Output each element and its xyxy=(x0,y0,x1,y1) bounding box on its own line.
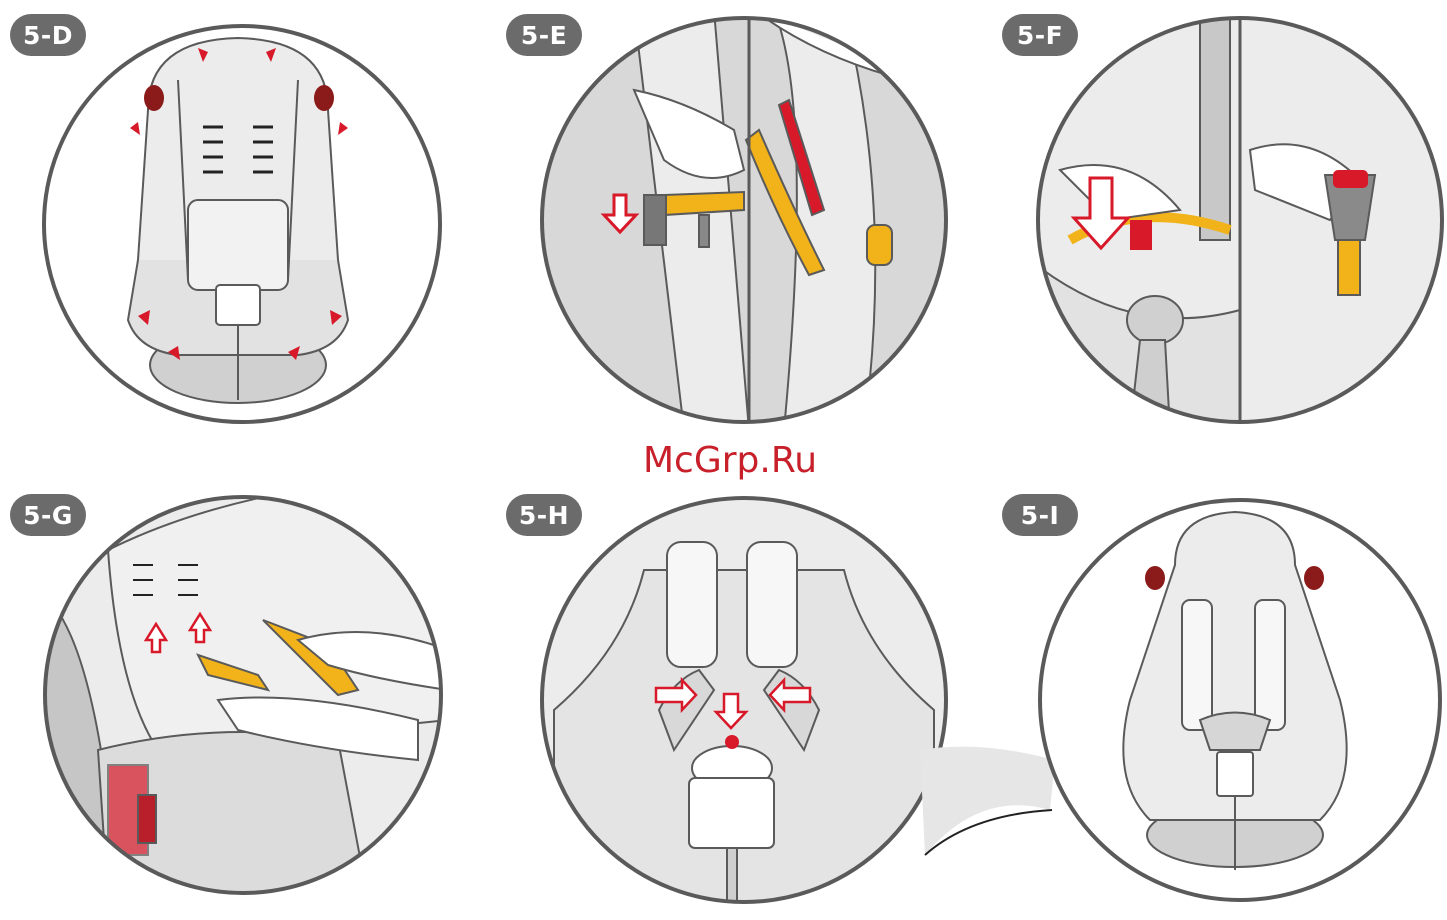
watermark-text: McGrp.Ru xyxy=(600,440,860,481)
illustration-5f-buckle-release xyxy=(1030,10,1447,430)
step-badge-5g: 5-G xyxy=(10,494,86,536)
step-badge-5f: 5-F xyxy=(1002,14,1078,56)
step-badge-5e: 5-E xyxy=(506,14,582,56)
illustration-5d-seat-top-view xyxy=(38,20,448,430)
step-badge-5d: 5-D xyxy=(10,14,86,56)
illustration-5i-seat-with-cover xyxy=(900,490,1445,910)
step-badge-5h: 5-H xyxy=(506,494,582,536)
illustration-5g-shoulder-strap-adjust xyxy=(38,490,448,900)
illustration-5h-buckle-fastening xyxy=(534,490,954,910)
step-badge-5i: 5-I xyxy=(1002,494,1078,536)
illustration-5e-harness-release xyxy=(534,10,954,430)
